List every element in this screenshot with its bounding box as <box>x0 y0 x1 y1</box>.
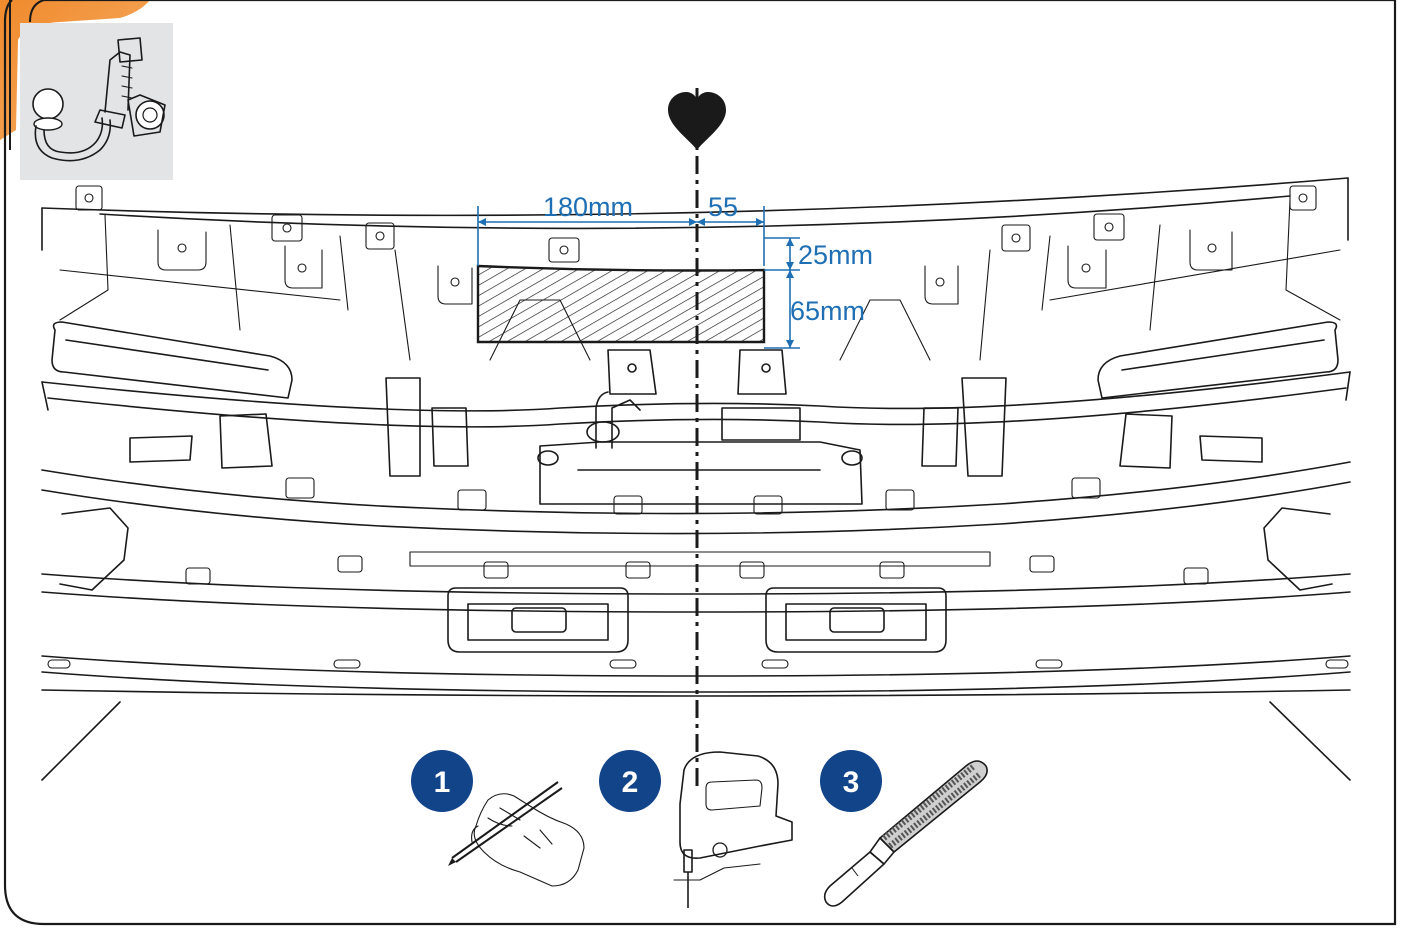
step-2: 2 <box>599 750 793 908</box>
pencil-hand-icon <box>448 781 585 887</box>
dimension-width-right: 55 <box>708 192 738 222</box>
bumper-drawing <box>41 177 1351 781</box>
step-number: 2 <box>622 766 639 799</box>
step-number: 3 <box>843 766 860 799</box>
dimension-width-left: 180mm <box>543 192 633 222</box>
product-thumbnail <box>20 23 173 180</box>
dimension-lines <box>477 206 800 349</box>
page-frame <box>3 0 1397 926</box>
step-badge <box>599 750 661 812</box>
step-badge <box>820 750 882 812</box>
dimension-height: 65mm <box>790 296 865 326</box>
orange-corner-accent <box>0 0 150 140</box>
cutout-area <box>476 264 766 344</box>
step-number: 1 <box>434 766 451 799</box>
jigsaw-icon <box>673 751 793 908</box>
step-badge <box>411 750 473 812</box>
step-1: 1 <box>411 750 585 887</box>
tow-bar-hitch-icon <box>32 37 166 162</box>
dimension-offset-top: 25mm <box>798 240 873 270</box>
heart-icon <box>668 92 726 150</box>
file-icon <box>823 760 988 907</box>
step-3: 3 <box>820 750 988 907</box>
